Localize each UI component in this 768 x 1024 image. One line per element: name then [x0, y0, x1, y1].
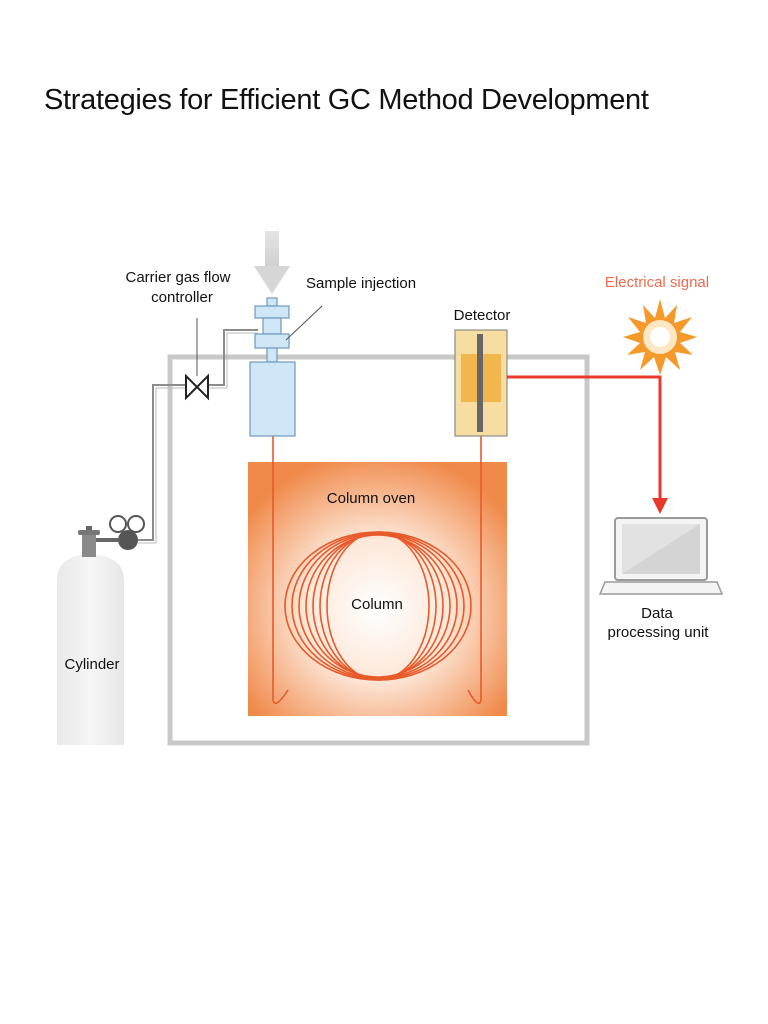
data-processing-label-line1: Data: [641, 605, 673, 622]
gas-cylinder-icon: [57, 515, 145, 745]
carrier-gas-label-line1: Carrier gas flow: [125, 269, 230, 286]
down-arrow-icon: [254, 231, 290, 294]
gc-frame: [167, 354, 590, 746]
column-coil: [284, 531, 472, 681]
column-line-outlet: [467, 430, 482, 705]
signal-arrowhead: [652, 498, 668, 514]
cylinder-label: Cylinder: [64, 656, 119, 673]
carrier-gas-label-line2: controller: [151, 289, 213, 306]
signal-line: [507, 375, 662, 500]
detector-label: Detector: [454, 307, 511, 324]
page-title: Strategies for Efficient GC Method Devel…: [44, 84, 649, 116]
valve-icon: [185, 373, 209, 401]
sample-injection-label: Sample injection: [306, 275, 416, 292]
injector: [249, 297, 296, 437]
column-oven: [248, 462, 507, 716]
data-processing-label-line2: processing unit: [608, 624, 710, 641]
laptop-icon: [598, 517, 724, 595]
electrical-signal-label: Electrical signal: [605, 274, 709, 291]
column-label: Column: [351, 596, 403, 613]
carrier-gas-line: [138, 329, 258, 541]
column-line-inlet: [272, 436, 289, 705]
detector: [454, 329, 508, 437]
column-oven-label: Column oven: [327, 490, 415, 507]
starburst-icon: [623, 299, 697, 375]
